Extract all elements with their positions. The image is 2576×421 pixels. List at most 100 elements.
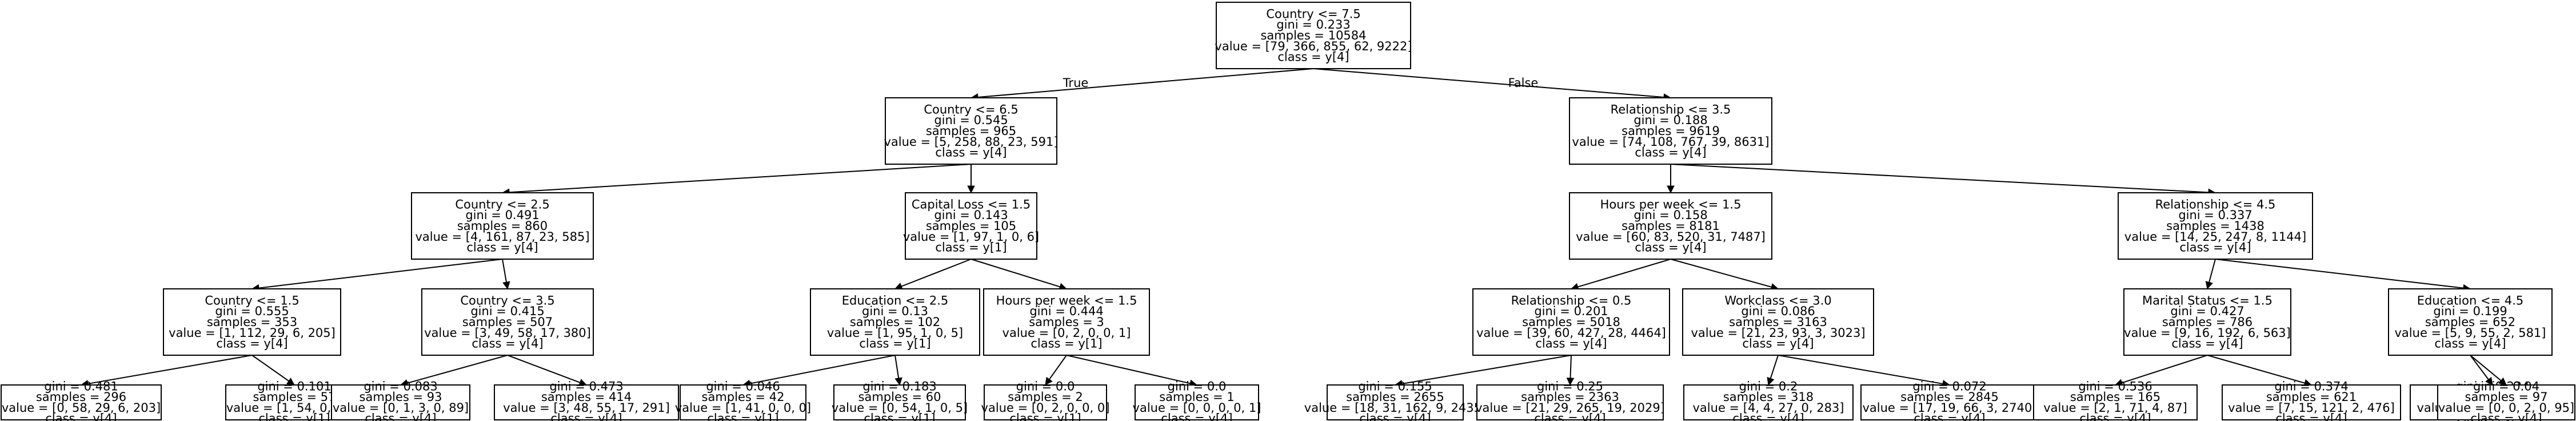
node-box bbox=[2118, 192, 2313, 260]
edge-n9-n20 bbox=[894, 355, 900, 379]
edge-n12-n25 bbox=[1770, 355, 1779, 379]
node-line: gini = 0.481 bbox=[44, 379, 118, 393]
node-line: samples = 507 bbox=[462, 315, 553, 329]
node-line: class = y[4] bbox=[2434, 337, 2506, 351]
node-line: class = y[4] bbox=[935, 146, 1007, 160]
node-box bbox=[1135, 384, 1259, 420]
node-line: Country <= 7.5 bbox=[1266, 7, 1360, 21]
node-box bbox=[1476, 384, 1664, 420]
arrowhead-icon bbox=[967, 185, 975, 194]
node-line: gini = 0.183 bbox=[862, 379, 936, 393]
edge-n12-n26 bbox=[1778, 355, 1943, 384]
node-line: Country <= 1.5 bbox=[205, 293, 299, 307]
node-line: gini = 0.233 bbox=[1276, 18, 1350, 31]
node-line: samples = 5018 bbox=[1522, 315, 1620, 329]
arrowhead-icon bbox=[894, 377, 902, 386]
node-box bbox=[331, 384, 470, 420]
node-line: class = y[4] bbox=[1535, 337, 1607, 351]
node-line: class = y[4] bbox=[550, 412, 622, 421]
edge-n8-n17 bbox=[407, 355, 508, 384]
node-line: samples = 296 bbox=[36, 390, 126, 404]
node-line: samples = 8181 bbox=[1622, 219, 1720, 233]
node-line: samples = 3163 bbox=[1729, 315, 1827, 329]
node-line: samples = 2363 bbox=[1521, 390, 1619, 404]
node-line: samples = 57 bbox=[253, 390, 336, 404]
node-line: class = y[4] bbox=[45, 412, 117, 421]
node-box bbox=[1, 384, 162, 420]
node-line: class = y[1] bbox=[1009, 412, 1081, 421]
edge-n5-n12 bbox=[1670, 259, 1772, 288]
node-line: value = [5, 9, 55, 2, 581] bbox=[2395, 326, 2546, 340]
node-line: Hours per week <= 1.5 bbox=[996, 293, 1137, 307]
arrowhead-icon bbox=[2485, 376, 2493, 386]
edge-n0-n2 bbox=[1313, 68, 1664, 98]
edge-n6-n13 bbox=[2208, 259, 2216, 283]
node-line: value = [3, 49, 58, 17, 380] bbox=[424, 326, 591, 340]
node-line: class = y[4] bbox=[2079, 412, 2151, 421]
node-line: value = [79, 366, 855, 62, 9222] bbox=[1215, 39, 1412, 53]
node-line: Marital Status <= 1.5 bbox=[2142, 293, 2273, 307]
node-line: value = [21, 29, 265, 19, 2029] bbox=[1475, 401, 1665, 415]
node-line: Relationship <= 3.5 bbox=[1611, 102, 1731, 116]
node-line: value = [1, 97, 1, 0, 6] bbox=[903, 230, 1039, 244]
node-line: value = [3, 48, 55, 17, 291] bbox=[503, 401, 670, 415]
node-line: value = [9, 16, 192, 6, 563] bbox=[2124, 326, 2291, 340]
node-line: value = [4, 161, 87, 23, 585] bbox=[415, 230, 589, 244]
node-line: gini = 0.04 bbox=[2473, 379, 2539, 393]
node-line: class = y[1] bbox=[859, 337, 930, 351]
node-line: value = [2, 1, 71, 4, 87] bbox=[2043, 401, 2187, 415]
node-line: gini = 0.491 bbox=[465, 208, 539, 222]
node-line: Country <= 6.5 bbox=[924, 102, 1018, 116]
node-line: samples = 786 bbox=[2162, 315, 2252, 329]
node-box bbox=[163, 288, 341, 356]
node-line: gini = 0.158 bbox=[1634, 208, 1707, 222]
node-box bbox=[984, 384, 1107, 420]
node-line: value = [74, 108, 767, 39, 8631] bbox=[1572, 135, 1769, 149]
edge-n10-n22 bbox=[1066, 355, 1191, 384]
node-line: class = y[1] bbox=[935, 241, 1007, 255]
node-box bbox=[411, 192, 594, 260]
node-line: value = [0, 0, 0, 0, 1] bbox=[1133, 401, 1261, 415]
node-line: gini = 0.555 bbox=[215, 304, 289, 318]
node-box bbox=[2437, 384, 2575, 420]
node-line: gini = 0.473 bbox=[549, 379, 623, 393]
node-line: Hours per week <= 1.5 bbox=[1600, 197, 1742, 211]
node-box bbox=[2388, 288, 2553, 356]
node-line: samples = 60 bbox=[858, 390, 941, 404]
edge-label-false: False bbox=[1508, 76, 1539, 90]
node-line: value = [1, 112, 29, 6, 205] bbox=[169, 326, 336, 340]
node-line: class = y[4] bbox=[1742, 337, 1814, 351]
node-line: gini = 0.415 bbox=[470, 304, 544, 318]
edge-n7-n16 bbox=[251, 355, 289, 382]
node-line: class = y[4] bbox=[1914, 412, 1985, 421]
node-line: class = y[1] bbox=[707, 412, 778, 421]
node-line: class = y[4] bbox=[2470, 412, 2542, 421]
node-line: class = y[1] bbox=[864, 412, 935, 421]
node-line: value = [21, 23, 93, 3, 3023] bbox=[1691, 326, 1865, 340]
node-line: value = [0, 2, 0, 0, 1] bbox=[1003, 326, 1131, 340]
node-line: samples = 621 bbox=[2266, 390, 2357, 404]
node-box bbox=[1860, 384, 2039, 420]
edge-n4-n10 bbox=[971, 259, 1060, 288]
edge-n13-n27 bbox=[2122, 355, 2208, 384]
node-line: Workclass <= 3.0 bbox=[1724, 293, 1831, 307]
node-line: class = y[1] bbox=[258, 412, 330, 421]
node-line: gini = 0.0 bbox=[1168, 379, 1227, 393]
node-line: value = [1, 41, 0, 0, 0] bbox=[675, 401, 811, 415]
edge-n2-n6 bbox=[1670, 164, 2209, 193]
